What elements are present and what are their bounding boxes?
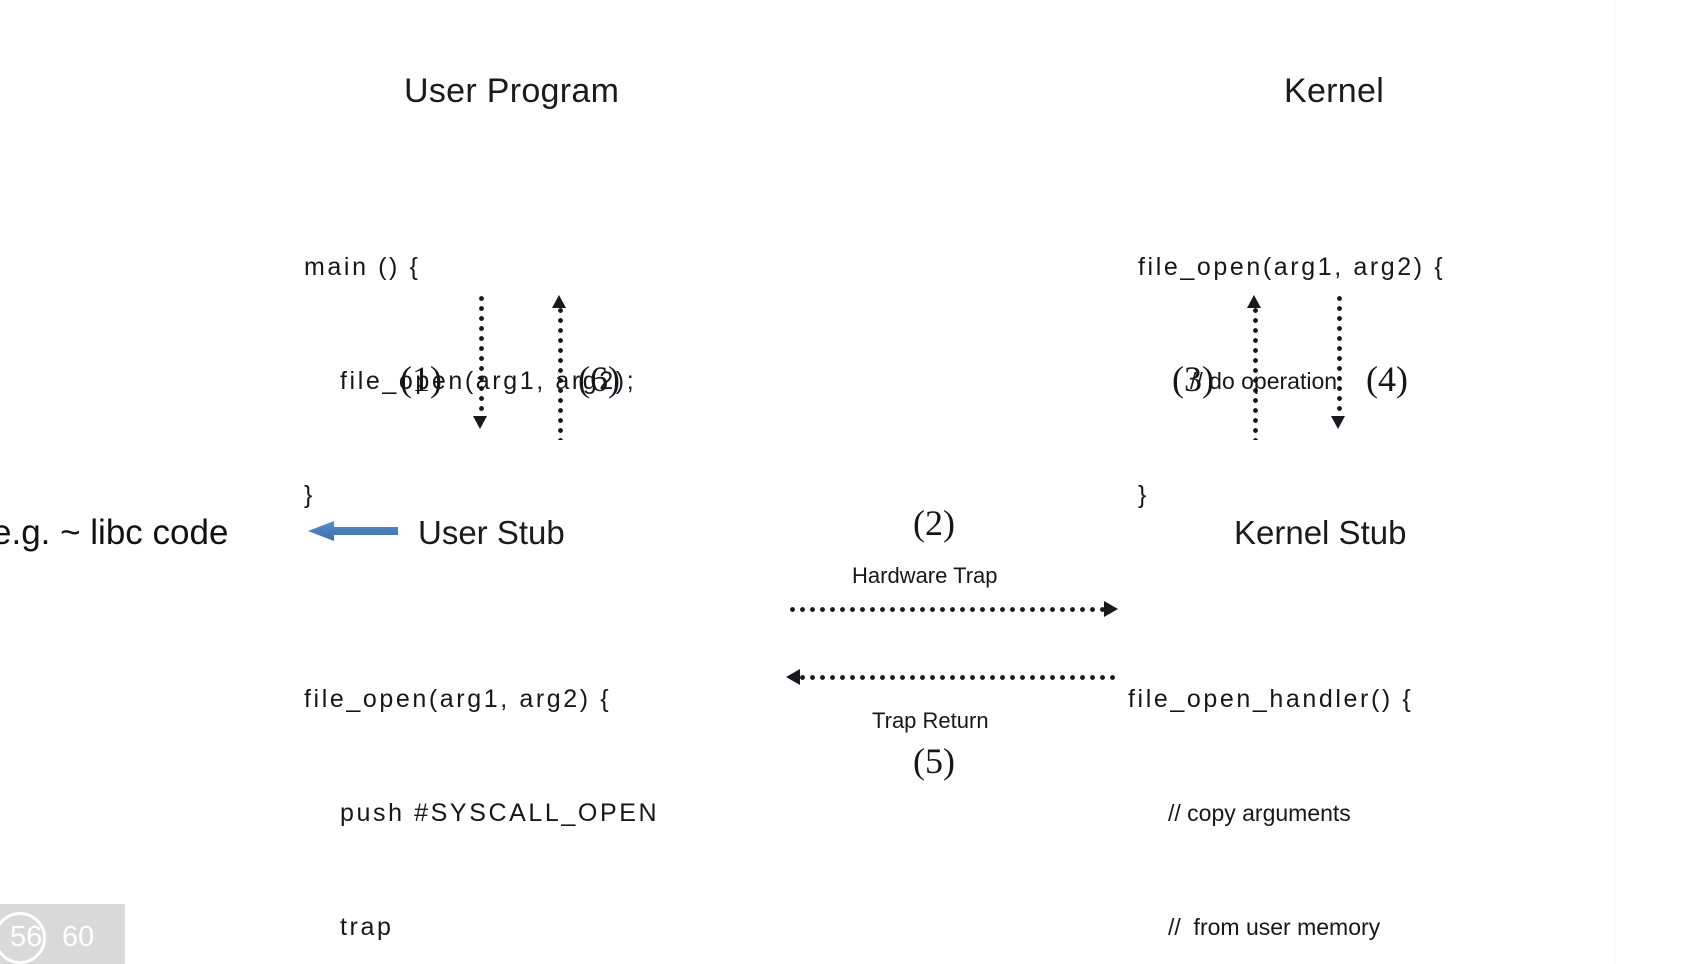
right-margin-edge bbox=[1615, 0, 1616, 964]
kernel-stub-code-line-2: // copy arguments bbox=[1168, 800, 1351, 826]
step-label-1: (1) bbox=[400, 359, 442, 399]
user-program-code-line-3: } bbox=[304, 481, 315, 509]
label-kernel-stub: Kernel Stub bbox=[1234, 514, 1407, 551]
arrow-step4-head-down bbox=[1331, 416, 1345, 429]
libc-annotation-text: e.g. ~ libc code bbox=[0, 513, 229, 552]
step-label-3: (3) bbox=[1172, 359, 1214, 399]
user-program-code-line-1: main () { bbox=[304, 253, 421, 281]
arrow-trap-return-head-left bbox=[786, 669, 800, 685]
user-stub-code-line-2: push #SYSCALL_OPEN bbox=[340, 799, 660, 827]
arrow-step3-line bbox=[1253, 308, 1258, 440]
arrow-hardware-trap-line bbox=[790, 607, 1108, 612]
arrow-step4-line bbox=[1337, 296, 1342, 418]
arrow-step6-line bbox=[558, 308, 563, 440]
user-stub-code-line-1: file_open(arg1, arg2) { bbox=[304, 685, 612, 713]
page-indicator-bar: 56 60 bbox=[0, 904, 125, 964]
step-label-2: (2) bbox=[913, 503, 955, 543]
user-program-code-block: main () { file_open(arg1, arg2); } bbox=[304, 172, 636, 590]
arrow-step3-head-up bbox=[1247, 295, 1261, 308]
label-user-stub: User Stub bbox=[418, 514, 565, 551]
label-trap-return: Trap Return bbox=[872, 708, 989, 733]
user-program-code-line-2: file_open(arg1, arg2); bbox=[340, 367, 637, 395]
arrow-step6-head-up bbox=[552, 295, 566, 308]
kernel-code-line-1: file_open(arg1, arg2) { bbox=[1138, 253, 1446, 281]
arrow-trap-return-line bbox=[800, 675, 1118, 680]
kernel-stub-code-line-3: // from user memory bbox=[1168, 914, 1381, 940]
step-label-6: (6) bbox=[578, 359, 620, 399]
step-label-5: (5) bbox=[913, 741, 955, 781]
header-user-program: User Program bbox=[404, 72, 620, 110]
user-stub-code-line-3: trap bbox=[340, 913, 394, 941]
kernel-code-line-3: } bbox=[1138, 481, 1149, 509]
kernel-stub-code-line-1: file_open_handler() { bbox=[1128, 685, 1414, 713]
user-stub-code-block: file_open(arg1, arg2) { push #SYSCALL_OP… bbox=[304, 604, 659, 964]
current-page-circle bbox=[0, 912, 46, 964]
kernel-stub-code-block: file_open_handler() { // copy arguments … bbox=[1128, 604, 1464, 964]
arrow-hardware-trap-head-right bbox=[1104, 601, 1118, 617]
step-label-4: (4) bbox=[1366, 359, 1408, 399]
current-page-number[interactable]: 56 bbox=[10, 921, 43, 953]
label-hardware-trap: Hardware Trap bbox=[852, 563, 998, 588]
arrow-step1-line bbox=[479, 296, 484, 418]
total-page-number[interactable]: 60 bbox=[62, 921, 95, 953]
libc-callout-arrow-icon bbox=[308, 518, 398, 549]
header-kernel: Kernel bbox=[1284, 72, 1385, 110]
arrow-step1-head-down bbox=[473, 416, 487, 429]
